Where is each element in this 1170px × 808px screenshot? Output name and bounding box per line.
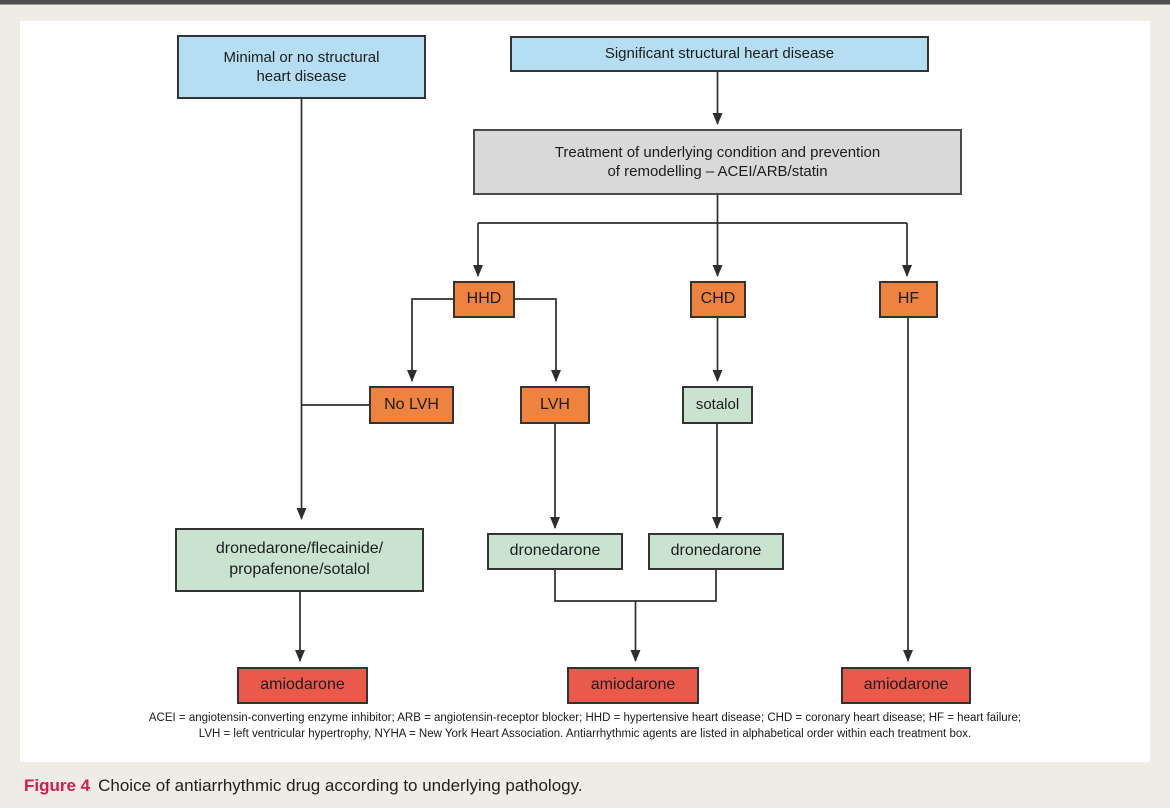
figure-caption: Figure 4 Choice of antiarrhythmic drug ac… <box>24 776 1144 796</box>
node-no-lvh: No LVH <box>369 386 454 424</box>
figure-caption-label: Figure 4 <box>24 776 91 795</box>
node-sotalol: sotalol <box>682 386 753 424</box>
node-dronedarone-flecainide-propafenone-sotalol: dronedarone/flecainide/ propafenone/sota… <box>175 528 424 592</box>
page-top-bar <box>0 0 1170 5</box>
node-minimal-structural-heart-disease: Minimal or no structural heart disease <box>177 35 426 99</box>
node-dronedarone-right: dronedarone <box>648 533 784 570</box>
node-treatment-of-underlying-condition: Treatment of underlying condition and pr… <box>473 129 962 195</box>
node-lvh: LVH <box>520 386 590 424</box>
node-amiodarone-left: amiodarone <box>237 667 368 704</box>
figure-footnote: ACEI = angiotensin-converting enzyme inh… <box>40 711 1130 742</box>
node-amiodarone-mid: amiodarone <box>567 667 699 704</box>
node-amiodarone-right: amiodarone <box>841 667 971 704</box>
node-hf: HF <box>879 281 938 318</box>
node-hhd: HHD <box>453 281 515 318</box>
node-chd: CHD <box>690 281 746 318</box>
node-significant-structural-heart-disease: Significant structural heart disease <box>510 36 929 72</box>
footnote-line-2: LVH = left ventricular hypertrophy, NYHA… <box>198 727 972 740</box>
footnote-line-1: ACEI = angiotensin-converting enzyme inh… <box>148 712 1022 724</box>
node-dronedarone-left: dronedarone <box>487 533 623 570</box>
figure-caption-text: Choice of antiarrhythmic drug according … <box>98 776 583 795</box>
